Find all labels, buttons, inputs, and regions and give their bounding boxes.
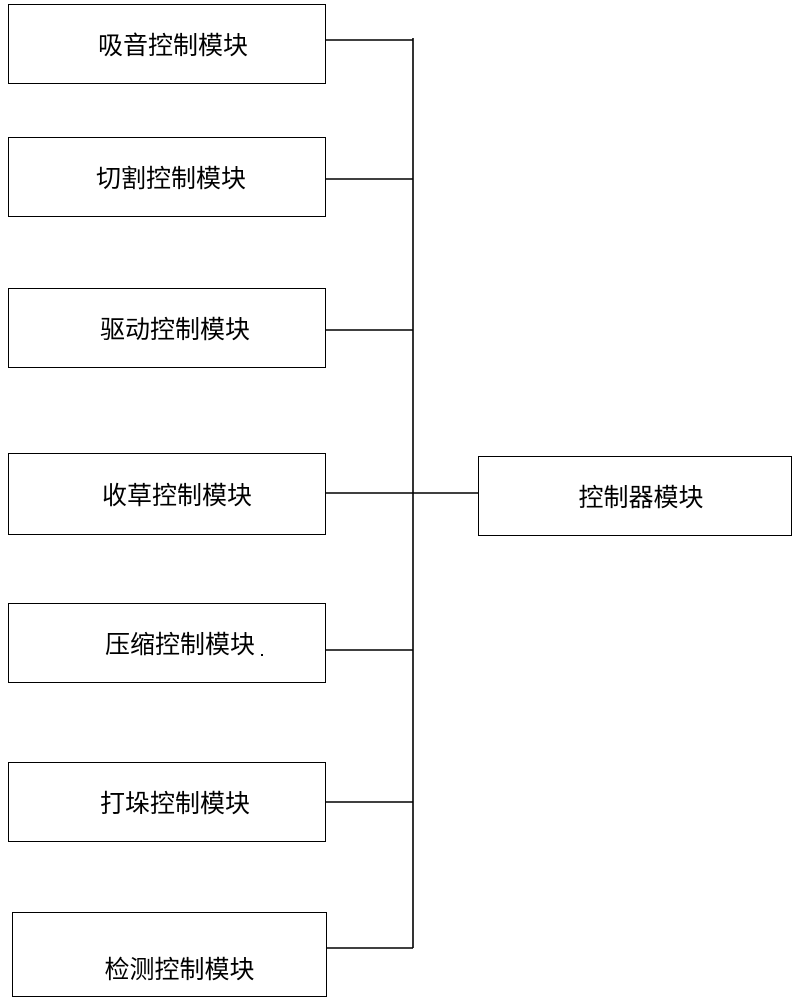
controller-module: 控制器模块 <box>478 456 792 536</box>
stacking-control-module: 打垛控制模块 <box>8 762 326 842</box>
module-label: 检测控制模块 <box>104 954 255 984</box>
cutting-control-module: 切割控制模块 <box>8 137 326 217</box>
controller-label: 控制器模块 <box>578 483 704 512</box>
stray-mark <box>261 654 263 656</box>
module-label: 收草控制模块 <box>101 481 252 510</box>
module-label: 压缩控制模块 <box>104 630 255 659</box>
grass-collection-control-module: 收草控制模块 <box>8 453 326 535</box>
module-label: 打垛控制模块 <box>99 789 250 818</box>
module-label: 驱动控制模块 <box>99 315 250 344</box>
module-label: 吸音控制模块 <box>97 31 248 60</box>
sound-absorption-control-module: 吸音控制模块 <box>8 4 326 84</box>
module-label: 切割控制模块 <box>95 164 246 193</box>
detection-control-module: 检测控制模块 <box>12 912 327 997</box>
compression-control-module: 压缩控制模块 <box>8 603 326 683</box>
drive-control-module: 驱动控制模块 <box>8 288 326 368</box>
